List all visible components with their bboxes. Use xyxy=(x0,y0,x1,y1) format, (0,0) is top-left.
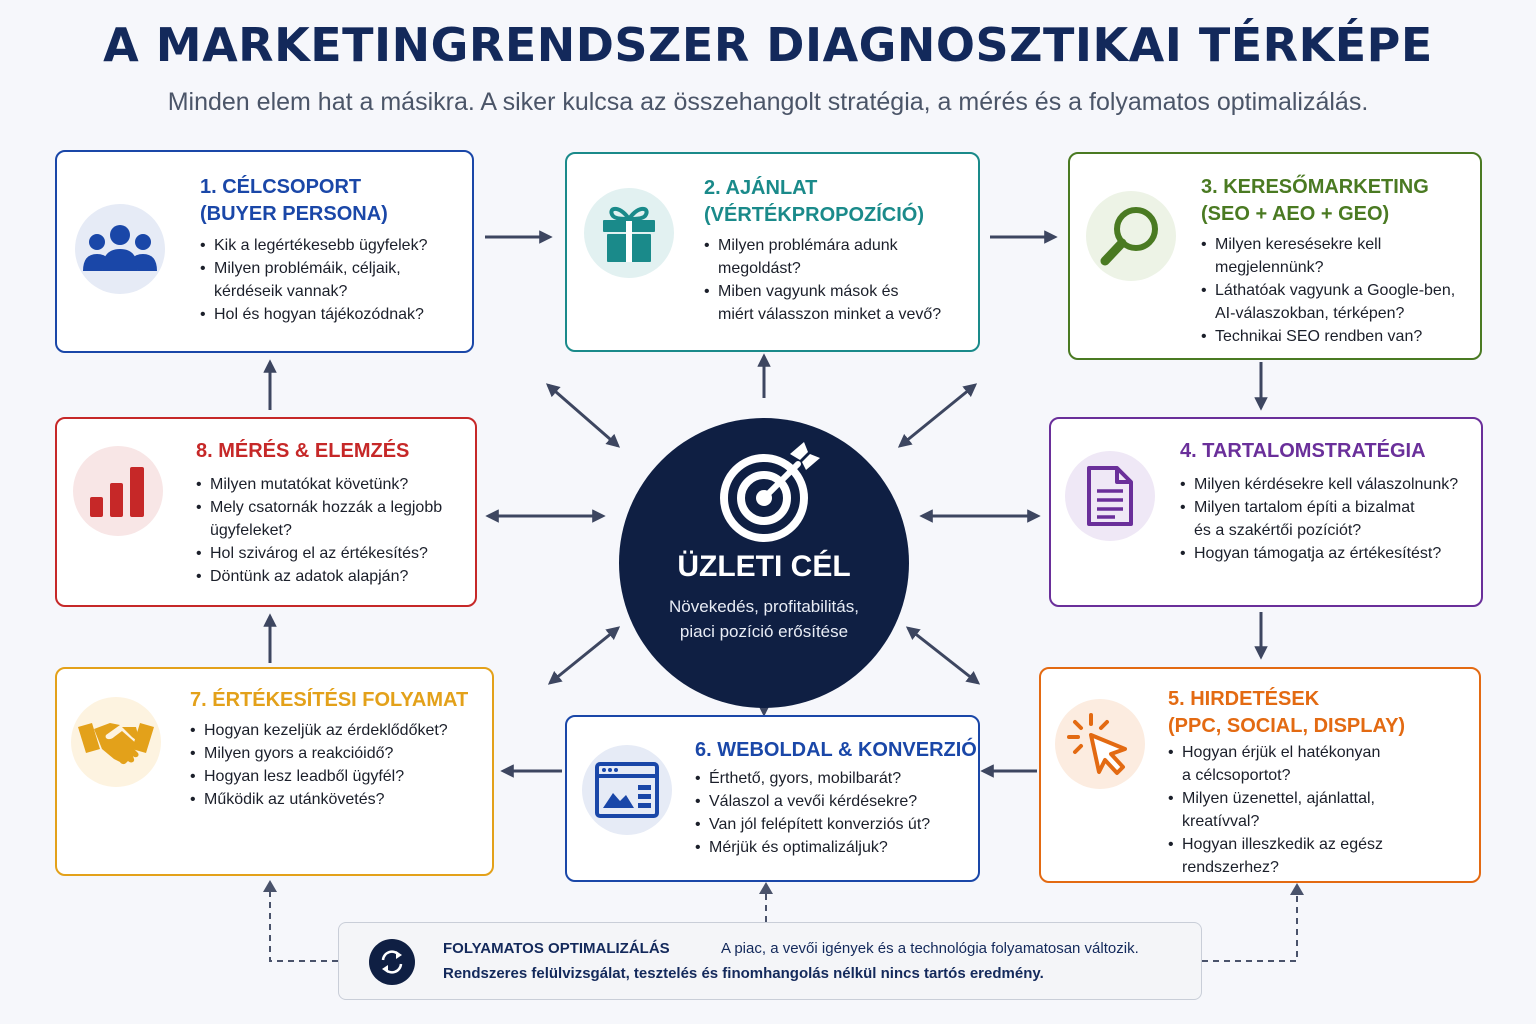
question-list: Milyen kérdésekre kell válaszolnunk? Mil… xyxy=(1180,473,1458,565)
list-item: Technikai SEO rendben van? xyxy=(1201,325,1455,348)
list-item: Milyen mutatókat követünk? xyxy=(196,473,442,496)
dashed-to-7 xyxy=(269,890,338,962)
document-icon xyxy=(1065,451,1155,541)
page-title: A MARKETINGRENDSZER DIAGNOSZTIKAI TÉRKÉP… xyxy=(103,18,1433,72)
list-item: Válaszol a vevői kérdésekre? xyxy=(695,790,930,813)
handshake-icon xyxy=(71,697,161,787)
card-measurement: 8. MÉRÉS & ELEMZÉS Milyen mutatókat köve… xyxy=(55,417,477,607)
card-target-audience: 1. CÉLCSOPORT (BUYER PERSONA) Kik a legé… xyxy=(55,150,474,353)
continuous-optimization-box: FOLYAMATOS OPTIMALIZÁLÁS A piac, a vevői… xyxy=(338,922,1202,1000)
list-item: Hogyan lesz leadből ügyfél? xyxy=(190,765,448,788)
card-title-line2: (VÉRTÉKPROPOZÍCIÓ) xyxy=(704,204,925,226)
card-offer: 2. AJÁNLAT (VÉRTÉKPROPOZÍCIÓ) Milyen pro… xyxy=(565,152,980,352)
card-title-line1: 5. HIRDETÉSEK xyxy=(1168,688,1320,710)
card-title-line1: 1. CÉLCSOPORT xyxy=(200,176,362,198)
business-goal-circle: ÜZLETI CÉL Növekedés, profitabilitás, pi… xyxy=(619,418,909,708)
center-subtitle-line2: piaci pozíció erősítése xyxy=(679,622,849,641)
card-ads: 5. HIRDETÉSEK (PPC, SOCIAL, DISPLAY) Hog… xyxy=(1039,667,1481,883)
question-list: Kik a legértékesebb ügyfelek? Milyen pro… xyxy=(200,234,427,326)
arrow-center-7 xyxy=(547,626,621,685)
bar-chart-icon xyxy=(73,446,163,536)
arrow-center-3 xyxy=(897,383,978,448)
card-title-line2: (BUYER PERSONA) xyxy=(200,203,388,225)
question-list: Milyen mutatókat követünk? Mely csatorná… xyxy=(196,473,442,588)
list-item: Miben vagyunk mások és xyxy=(704,280,941,303)
card-content-strategy: 4. TARTALOMSTRATÉGIA Milyen kérdésekre k… xyxy=(1049,417,1483,607)
list-item: Mérjük és optimalizáljuk? xyxy=(695,836,930,859)
list-item: a célcsoportot? xyxy=(1182,767,1291,784)
target-icon xyxy=(714,440,824,550)
list-item: Hogyan érjük el hatékonyan xyxy=(1168,741,1383,764)
card-title-line1: 8. MÉRÉS & ELEMZÉS xyxy=(196,440,410,462)
list-item: Milyen gyors a reakcióidő? xyxy=(190,742,448,765)
list-item: ügyfeleket? xyxy=(210,522,292,539)
list-item: miért válasszon minket a vevő? xyxy=(718,306,942,323)
page-subtitle: Minden elem hat a másikra. A siker kulcs… xyxy=(167,88,1369,116)
refresh-cycle-icon xyxy=(369,939,415,985)
card-title-line1: 6. WEBOLDAL & KONVERZIÓ xyxy=(695,739,977,761)
card-title-line1: 7. ÉRTÉKESÍTÉSI FOLYAMAT xyxy=(190,689,469,711)
list-item: Döntünk az adatok alapján? xyxy=(196,565,442,588)
arrow-center-5 xyxy=(905,626,981,685)
card-website-conversion: 6. WEBOLDAL & KONVERZIÓ Érthető, gyors, … xyxy=(565,715,980,882)
list-item: Mely csatornák hozzák a legjobb xyxy=(196,496,442,519)
list-item: Milyen tartalom építi a bizalmat xyxy=(1180,496,1458,519)
list-item: Milyen keresésekre kell xyxy=(1201,233,1455,256)
arrow-center-1 xyxy=(545,383,621,448)
list-item: Van jól felépített konverziós út? xyxy=(695,813,930,836)
list-item: AI-válaszokban, térképen? xyxy=(1215,305,1405,322)
center-title: ÜZLETI CÉL xyxy=(677,550,851,583)
dashed-to-5 xyxy=(1202,893,1298,962)
card-title-line1: 3. KERESŐMARKETING xyxy=(1201,176,1429,198)
center-subtitle-line1: Növekedés, profitabilitás, xyxy=(669,597,859,616)
question-list: Hogyan kezeljük az érdeklődőket? Milyen … xyxy=(190,719,448,811)
list-item: Milyen kérdésekre kell válaszolnunk? xyxy=(1180,473,1458,496)
card-title-line2: (PPC, SOCIAL, DISPLAY) xyxy=(1168,715,1406,737)
magnifier-icon xyxy=(1086,191,1176,281)
list-item: Érthető, gyors, mobilbarát? xyxy=(695,767,930,790)
list-item: kérdéseik vannak? xyxy=(214,283,348,300)
list-item: Kik a legértékesebb ügyfelek? xyxy=(200,234,427,257)
optimization-text: A piac, a vevői igények és a technológia… xyxy=(721,940,1139,957)
card-search-marketing: 3. KERESŐMARKETING (SEO + AEO + GEO) Mil… xyxy=(1068,152,1482,360)
list-item: Láthatóak vagyunk a Google-ben, xyxy=(1201,279,1455,302)
card-title-line2: (SEO + AEO + GEO) xyxy=(1201,203,1390,225)
list-item: Milyen problémára adunk xyxy=(704,234,941,257)
list-item: megjelennünk? xyxy=(1215,259,1324,276)
optimization-note: Rendszeres felülvizsgálat, tesztelés és … xyxy=(443,965,1044,982)
list-item: Hol szivárog el az értékesítés? xyxy=(196,542,442,565)
optimization-title: FOLYAMATOS OPTIMALIZÁLÁS xyxy=(443,940,670,957)
question-list: Érthető, gyors, mobilbarát? Válaszol a v… xyxy=(695,767,930,859)
card-title-line1: 2. AJÁNLAT xyxy=(704,177,818,199)
card-title-line1: 4. TARTALOMSTRATÉGIA xyxy=(1180,440,1426,462)
list-item: megoldást? xyxy=(718,260,801,277)
list-item: és a szakértői pozíciót? xyxy=(1194,522,1362,539)
users-icon xyxy=(75,204,165,294)
list-item: Hogyan kezeljük az érdeklődőket? xyxy=(190,719,448,742)
list-item: Hogyan illeszkedik az egész xyxy=(1168,833,1383,856)
question-list: Milyen problémára adunk megoldást? Miben… xyxy=(704,234,941,326)
gift-icon xyxy=(584,188,674,278)
question-list: Milyen keresésekre kell megjelennünk? Lá… xyxy=(1201,233,1455,348)
cursor-click-icon xyxy=(1055,699,1145,789)
list-item: Milyen üzenettel, ajánlattal, xyxy=(1168,787,1383,810)
card-sales-process: 7. ÉRTÉKESÍTÉSI FOLYAMAT Hogyan kezeljük… xyxy=(55,667,494,876)
browser-window-icon xyxy=(582,745,672,835)
list-item: Működik az utánkövetés? xyxy=(190,788,448,811)
question-list: Hogyan érjük el hatékonyan a célcsoporto… xyxy=(1168,741,1383,879)
list-item: Milyen problémáik, céljaik, xyxy=(200,257,427,280)
list-item: kreatívval? xyxy=(1182,813,1260,830)
list-item: Hol és hogyan tájékozódnak? xyxy=(200,303,427,326)
list-item: Hogyan támogatja az értékesítést? xyxy=(1180,542,1458,565)
list-item: rendszerhez? xyxy=(1182,859,1279,876)
